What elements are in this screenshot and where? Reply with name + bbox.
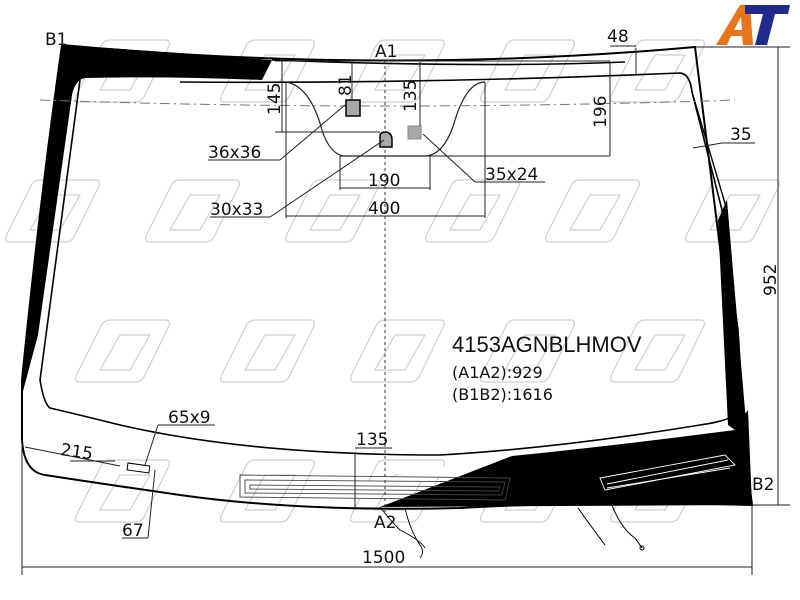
- wiper-heater: [239, 454, 736, 559]
- watermark-logo: [684, 179, 781, 243]
- dimension-lines: [21, 45, 790, 575]
- dim-height: 952: [761, 264, 781, 296]
- b1b2-length: (B1B2):1616: [452, 385, 553, 404]
- dim-bottom-heater: 135: [356, 430, 388, 450]
- dim-left-depth: 145: [265, 83, 285, 115]
- watermark-logo: [219, 319, 316, 383]
- a1a2-length: (A1A2):929: [452, 363, 543, 382]
- watermark-logo: [479, 39, 576, 103]
- watermark-logo: [74, 459, 171, 523]
- point-b1-label: B1: [45, 30, 67, 50]
- watermark-logo: [609, 39, 706, 103]
- watermark-logo: [349, 39, 446, 103]
- dim-vin-height: 67: [122, 521, 144, 541]
- watermark-logo: [349, 319, 446, 383]
- dim-top-band: 48: [607, 27, 629, 47]
- dim-center-depth: 135: [401, 80, 421, 112]
- dim-vin-offset: 215: [59, 440, 94, 464]
- part-code: 4153AGNBLHMOV: [452, 332, 642, 357]
- dim-inner-width: 190: [368, 171, 400, 191]
- watermark-logo: [544, 179, 641, 243]
- dim-outer-width: 400: [368, 199, 400, 219]
- dim-sensor-offset: 81: [336, 74, 356, 96]
- watermark-logo: [479, 319, 576, 383]
- dim-sensor2-size: 35x24: [485, 165, 538, 185]
- brand-logo: [716, 5, 790, 45]
- frit-inner-edge: [39, 59, 742, 456]
- light-sensor: [407, 125, 422, 140]
- watermark-logo: [284, 179, 381, 243]
- point-a1-label: A1: [375, 42, 397, 62]
- dim-side-band: 35: [730, 125, 752, 145]
- vin-window: [126, 462, 151, 474]
- dim-right-depth: 196: [591, 96, 611, 128]
- glass-outline: [21, 43, 754, 510]
- watermark-logo: [74, 319, 171, 383]
- camera: [379, 131, 393, 148]
- watermark-logo: [609, 319, 706, 383]
- watermark-logo: [144, 179, 241, 243]
- dim-camera-size: 30x33: [210, 200, 263, 220]
- dim-vin-size: 65x9: [168, 408, 211, 428]
- watermark-logo: [424, 179, 521, 243]
- dim-sensor-size: 36x36: [208, 143, 261, 163]
- dim-width: 1500: [362, 548, 405, 568]
- point-a2-label: A2: [374, 513, 396, 533]
- watermark-logo: [219, 459, 316, 523]
- point-b2-label: B2: [752, 475, 774, 495]
- rain-sensor: [345, 99, 361, 117]
